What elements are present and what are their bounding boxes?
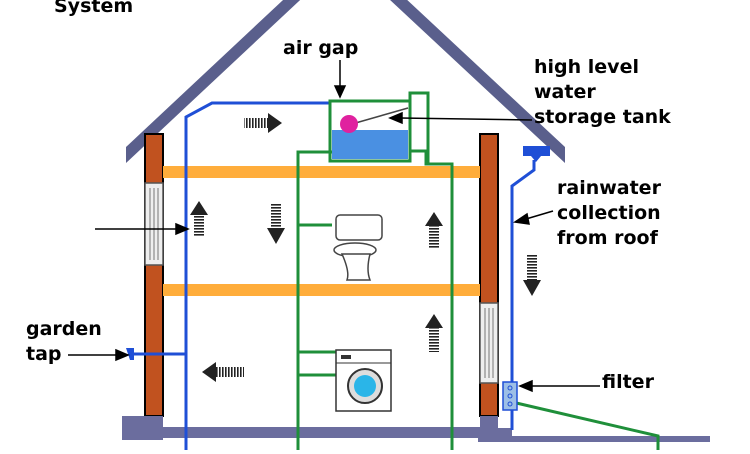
tank-label-line-3: storage tank (534, 106, 671, 128)
tap-icon (126, 348, 134, 360)
garden-tap-label-line-2: tap (26, 343, 62, 365)
title-partial: System (54, 0, 134, 17)
rainwater-label-line-1: rainwater (557, 177, 661, 199)
rainwater-pointer (512, 210, 554, 225)
flow-arrow (425, 212, 443, 248)
tank-label-line-2: water (534, 81, 596, 103)
filter-icon (502, 381, 518, 411)
window-icon (144, 182, 164, 266)
rainwater-label-line-2: collection (557, 202, 661, 224)
window-icon (479, 302, 499, 384)
rainwater-label-line-3: from roof (557, 227, 658, 249)
tank-float (340, 115, 358, 133)
air-gap-label: air gap (283, 37, 359, 59)
air-gap-pointer (333, 60, 347, 99)
flow-arrow (244, 113, 282, 133)
downpipe (510, 160, 536, 430)
flow-arrow (267, 204, 285, 244)
storage-tank (328, 99, 412, 163)
ground (122, 416, 710, 442)
flow-arrow (523, 254, 541, 296)
label-pointers (68, 60, 600, 393)
flow-arrow (202, 362, 244, 382)
rainwater-pipes (296, 91, 660, 450)
flow-arrows (190, 113, 541, 382)
gutter-icon (523, 146, 550, 162)
garden-tap-label-line-1: garden (26, 318, 102, 340)
left-wall (144, 133, 164, 417)
washing-machine-icon (335, 349, 392, 412)
filter-label: filter (602, 371, 654, 393)
upper-floor (163, 166, 480, 178)
filter-pointer (518, 379, 600, 393)
tank-label-line-1: high level (534, 56, 639, 78)
middle-floor (163, 284, 480, 296)
wall-pointer (95, 222, 190, 236)
flow-arrow (190, 201, 208, 237)
toilet-icon (333, 214, 383, 281)
mains-pipe (184, 101, 330, 450)
flow-arrow (425, 314, 443, 352)
garden-tap-pointer (68, 348, 130, 362)
roof (126, 0, 565, 163)
tank-pointer (388, 111, 533, 125)
